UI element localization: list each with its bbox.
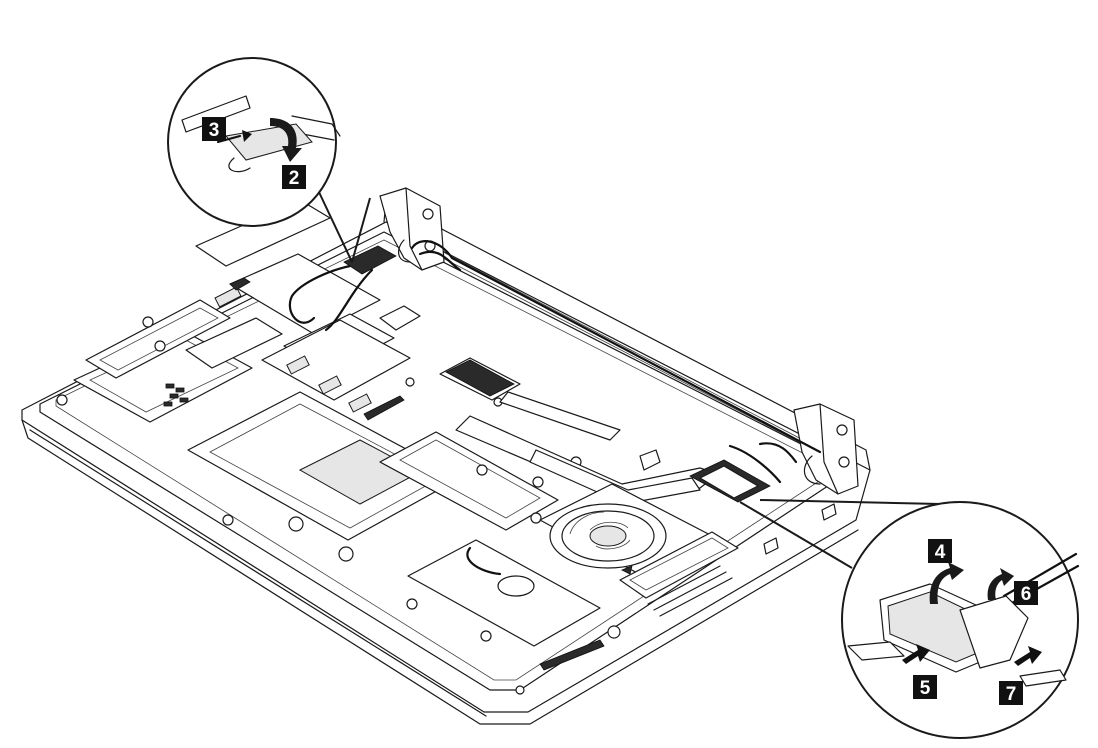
memory-module bbox=[261, 319, 411, 421]
speaker-left bbox=[85, 299, 231, 379]
wireless-antenna-cables bbox=[288, 240, 822, 484]
svg-text:7: 7 bbox=[1006, 684, 1017, 705]
svg-text:5: 5 bbox=[920, 678, 931, 699]
step-badge-6: 6 bbox=[1014, 581, 1038, 605]
zoom-detail-bottom bbox=[739, 499, 1080, 739]
svg-text:4: 4 bbox=[935, 542, 946, 563]
speaker-right bbox=[619, 531, 739, 617]
left-hinge bbox=[379, 187, 445, 271]
step-badge-2: 2 bbox=[282, 165, 306, 189]
step-badge-4: 4 bbox=[928, 539, 952, 563]
right-hinge bbox=[793, 403, 859, 495]
svg-text:2: 2 bbox=[289, 168, 300, 189]
step-badge-3: 3 bbox=[202, 117, 226, 141]
system-board bbox=[379, 305, 661, 488]
edp-connector bbox=[343, 245, 771, 503]
step-badge-7: 7 bbox=[999, 681, 1023, 705]
svg-text:3: 3 bbox=[209, 120, 220, 141]
side-ports bbox=[515, 503, 837, 695]
m2-slot bbox=[379, 431, 559, 531]
step-badge-5: 5 bbox=[913, 675, 937, 699]
coin-battery bbox=[406, 539, 621, 671]
svg-text:6: 6 bbox=[1021, 584, 1032, 605]
